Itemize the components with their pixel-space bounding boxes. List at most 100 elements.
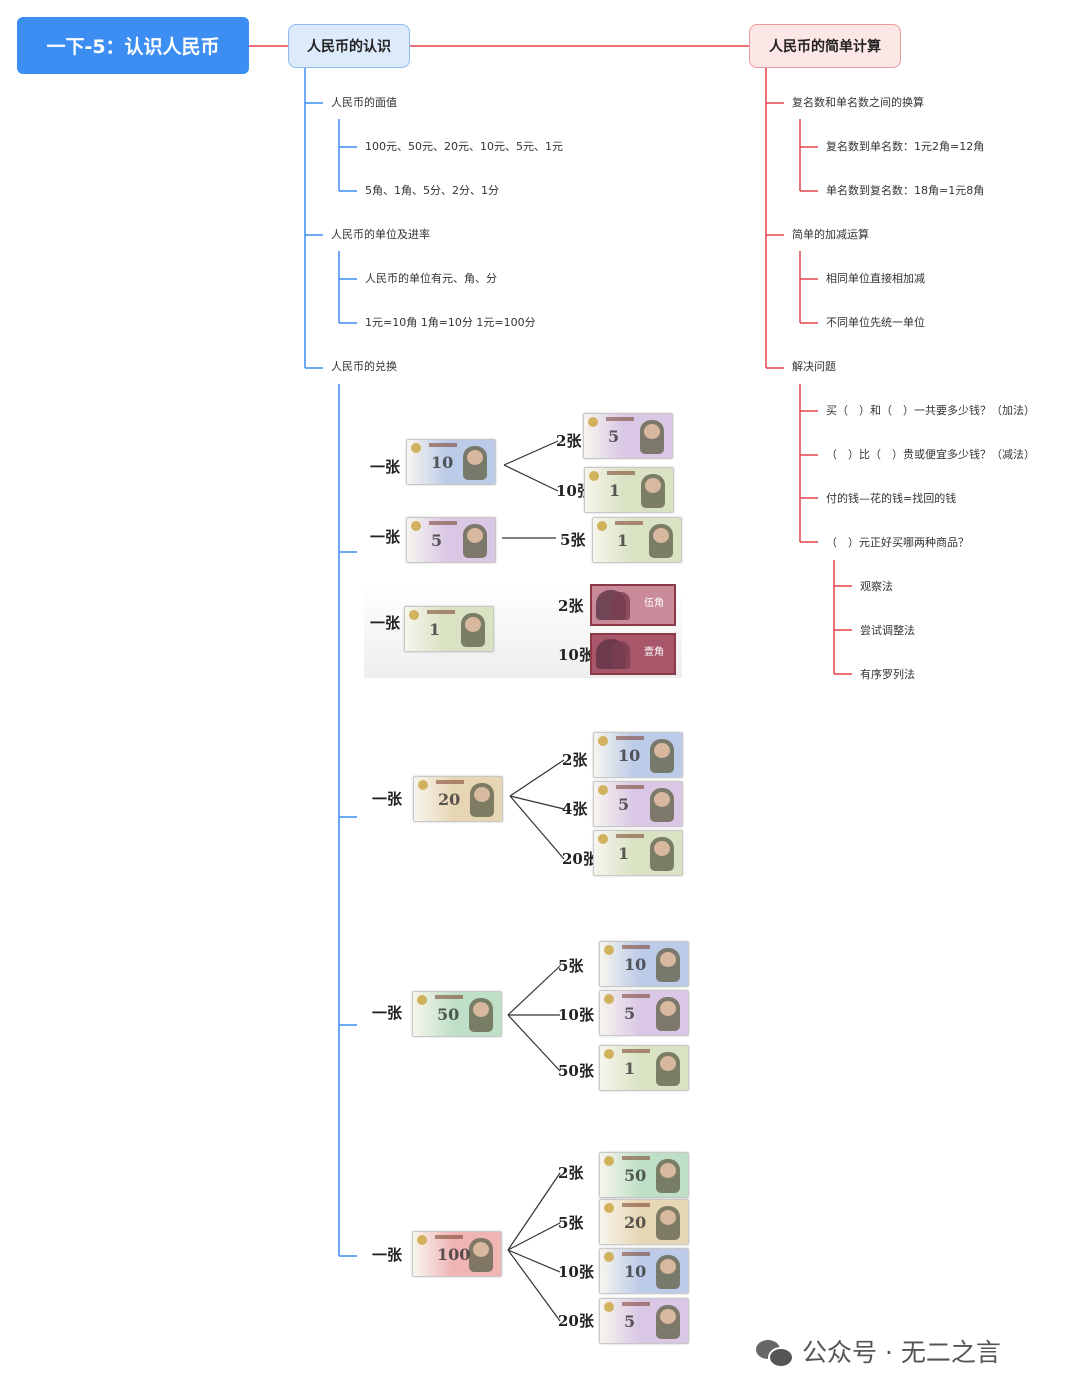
branch-recognition[interactable]: 人民币的认识: [288, 24, 410, 68]
banknote-value: 20: [438, 790, 461, 809]
exchange-count-label: 5张: [558, 957, 584, 975]
exchange-count-label: 2张: [556, 432, 582, 450]
exchange-arrow: [509, 759, 565, 797]
topic-method-ordered[interactable]: 有序罗列法: [860, 668, 915, 681]
banknote-value: 5: [431, 531, 443, 550]
exchange-count-label: 20张: [562, 850, 598, 868]
banknote-value: 10: [431, 453, 454, 472]
exchange-arrow: [507, 1249, 561, 1322]
topic-problem-sub[interactable]: （ ）比（ ）贵或便宜多少钱？（减法）: [826, 448, 1035, 461]
exchange-arrow: [507, 1172, 561, 1251]
banknote-value: 10: [618, 746, 641, 765]
banknote-value: 伍角: [644, 598, 664, 609]
source-banknote: 50: [412, 991, 502, 1037]
exchange-one-label: 一张: [370, 528, 401, 546]
exchange-count-label: 2张: [562, 751, 588, 769]
banknote-value: 壹角: [644, 647, 664, 658]
target-banknote: 1: [599, 1045, 689, 1091]
exchange-one-label: 一张: [372, 790, 403, 808]
banknote-value: 50: [437, 1005, 460, 1024]
target-banknote: 1: [584, 467, 674, 513]
topic-method-adjust[interactable]: 尝试调整法: [860, 624, 915, 637]
exchange-count-label: 50张: [558, 1062, 594, 1080]
banknote-value: 1: [609, 481, 621, 500]
banknote-value: 100: [437, 1245, 471, 1264]
topic-problem-add[interactable]: 买（ ）和（ ）一共要多少钱？（加法）: [826, 404, 1035, 417]
exchange-count-label: 2张: [558, 597, 584, 615]
watermark: 公众号 · 无二之言: [756, 1334, 1001, 1368]
topic-face-value-yuan[interactable]: 100元、50元、20元、10元、5元、1元: [365, 140, 563, 153]
banknote-value: 20: [624, 1213, 647, 1232]
topic-problem-change[interactable]: 付的钱—花的钱=找回的钱: [826, 492, 957, 505]
exchange-count-label: 10张: [558, 1006, 594, 1024]
topic-units-rate[interactable]: 1元=10角 1角=10分 1元=100分: [365, 316, 536, 329]
exchange-arrow: [509, 795, 565, 860]
topic-face-value-jiao-fen[interactable]: 5角、1角、5分、2分、1分: [365, 184, 499, 197]
topic-diff-unit[interactable]: 不同单位先统一单位: [826, 316, 925, 329]
exchange-count-label: 4张: [562, 800, 588, 818]
banknote-value: 1: [429, 620, 441, 639]
target-banknote: 5: [599, 1298, 689, 1344]
banknote-value: 1: [618, 844, 630, 863]
target-banknote: 1: [592, 517, 682, 563]
exchange-count-label: 2张: [558, 1164, 584, 1182]
exchange-arrow: [507, 1249, 561, 1273]
target-banknote: 10: [593, 732, 683, 778]
exchange-count-label: 10张: [558, 646, 594, 664]
exchange-one-label: 一张: [372, 1004, 403, 1022]
exchange-arrow: [507, 1222, 561, 1251]
target-banknote: 20: [599, 1199, 689, 1245]
topic-conversion[interactable]: 复名数和单名数之间的换算: [792, 96, 924, 109]
target-banknote: 5: [593, 781, 683, 827]
source-banknote: 10: [406, 439, 496, 485]
target-banknote: 伍角: [590, 584, 676, 626]
banknote-value: 1: [624, 1059, 636, 1078]
banknote-value: 5: [618, 795, 630, 814]
topic-method-observe[interactable]: 观察法: [860, 580, 893, 593]
source-banknote: 20: [413, 776, 503, 822]
banknote-value: 10: [624, 1262, 647, 1281]
exchange-arrow: [509, 795, 565, 810]
topic-units[interactable]: 人民币的单位及进率: [331, 228, 430, 241]
topic-units-list[interactable]: 人民币的单位有元、角、分: [365, 272, 497, 285]
exchange-count-label: 5张: [558, 1214, 584, 1232]
exchange-arrow: [503, 464, 559, 492]
target-banknote: 5: [583, 413, 673, 459]
banknote-value: 5: [608, 427, 620, 446]
topic-same-unit[interactable]: 相同单位直接相加减: [826, 272, 925, 285]
exchange-one-label: 一张: [370, 458, 401, 476]
exchange-count-label: 5张: [560, 531, 586, 549]
topic-conversion-to-compound[interactable]: 单名数到复名数：18角=1元8角: [826, 184, 985, 197]
banknote-value: 5: [624, 1004, 636, 1023]
topic-exchange[interactable]: 人民币的兑换: [331, 360, 397, 373]
banknote-value: 50: [624, 1166, 647, 1185]
source-banknote: 1: [404, 606, 494, 652]
exchange-count-label: 20张: [558, 1312, 594, 1330]
source-banknote: 5: [406, 517, 496, 563]
exchange-arrow: [507, 965, 561, 1016]
exchange-one-label: 一张: [372, 1246, 403, 1264]
topic-conversion-to-single[interactable]: 复名数到单名数：1元2角=12角: [826, 140, 985, 153]
branch-calculation[interactable]: 人民币的简单计算: [749, 24, 901, 68]
watermark-text: 公众号 · 无二之言: [802, 1338, 1001, 1367]
exchange-count-label: 10张: [556, 482, 592, 500]
target-banknote: 5: [599, 990, 689, 1036]
banknote-value: 5: [624, 1312, 636, 1331]
banknote-value: 10: [624, 955, 647, 974]
banknote-value: 1: [617, 531, 629, 550]
target-banknote: 1: [593, 830, 683, 876]
topic-face-value[interactable]: 人民币的面值: [331, 96, 397, 109]
topic-problems[interactable]: 解决问题: [792, 360, 836, 373]
exchange-arrow: [507, 1014, 561, 1072]
wechat-icon: [756, 1337, 794, 1368]
target-banknote: 50: [599, 1152, 689, 1198]
topic-problem-two-items[interactable]: （ ）元正好买哪两种商品？: [826, 536, 969, 549]
target-banknote: 壹角: [590, 633, 676, 675]
root-node[interactable]: 一下-5：认识人民币: [17, 17, 249, 74]
topic-add-sub[interactable]: 简单的加减运算: [792, 228, 869, 241]
exchange-arrow: [503, 440, 559, 466]
exchange-one-label: 一张: [370, 614, 401, 632]
target-banknote: 10: [599, 1248, 689, 1294]
exchange-count-label: 10张: [558, 1263, 594, 1281]
